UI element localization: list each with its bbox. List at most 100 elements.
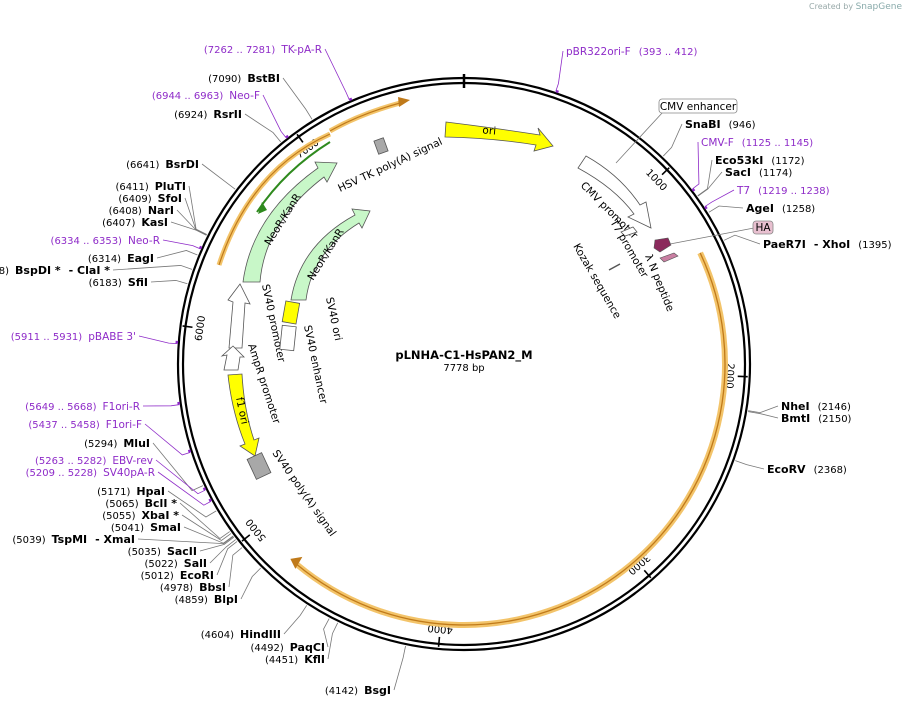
bspdi-label: (6248)BspDI *- ClaI * [0, 264, 110, 277]
mlui-name: MluI [123, 437, 150, 450]
ecorv-leader [735, 460, 765, 470]
tk-pa-r-leader [324, 48, 350, 100]
hsv-tk-polya-feature [373, 137, 389, 155]
insert-top-arrowhead [398, 97, 410, 107]
eco53ki-leader [697, 159, 713, 197]
blpi-label: (4859)BlpI [175, 593, 238, 606]
bbsi-name: BbsI [199, 581, 226, 594]
ebv-rev-label: (5263 .. 5282)EBV-rev [35, 455, 153, 467]
bsgi-leader [393, 645, 406, 691]
cmv-f-label: CMV-F(1125 .. 1145) [701, 137, 813, 149]
tick-line-1000 [661, 167, 670, 176]
nhei-label: NheI(2146) [781, 400, 851, 413]
sv40pa-r-label: (5209 .. 5228) SV40pA-R [26, 467, 155, 479]
snapgene-credit: Created by SnapGene [809, 2, 902, 12]
ecori-pos: (5012) [141, 571, 174, 582]
neo-r-name: Neo-R [128, 235, 160, 247]
eagi-pos: (6314) [88, 254, 121, 265]
pbabe3-leader [138, 335, 177, 345]
sali-leader [209, 539, 236, 564]
bcli-name: BclI * [145, 497, 178, 510]
ecorv-label: EcoRV(2368) [767, 463, 847, 476]
bstbi-label: (7090)BstBI [208, 72, 280, 85]
t7-name: T7 [736, 185, 750, 197]
hindiii-pos: (4604) [201, 630, 234, 641]
neor-orf-arrowhead [258, 202, 267, 214]
ecorv-pos: (2368) [814, 465, 847, 476]
neo-f-label: (6944 .. 6963)Neo-F [152, 90, 260, 102]
paer7i-pos: (1395) [858, 240, 891, 251]
smai-label: (5041)SmaI [111, 521, 181, 534]
ecori-name: EcoRI [180, 569, 214, 582]
rsrii-name: RsrII [213, 108, 242, 121]
pluti-name: PluTI [155, 180, 186, 193]
eco53ki-pos: (1172) [771, 156, 804, 167]
f1-ori-feature [227, 373, 260, 457]
tspmi-label: (5039)TspMI- XmaI [12, 533, 135, 546]
f1ori-r-leader [142, 404, 179, 407]
paer7i-name: PaeR7I [763, 238, 806, 251]
agei-label: AgeI(1258) [746, 202, 815, 215]
tick-line-7000 [296, 133, 304, 143]
neo-r-primer-mark [198, 245, 203, 250]
tk-pa-r-pos: (7262 .. 7281) [204, 45, 276, 56]
f1ori-r-pos: (5649 .. 5668) [25, 402, 97, 413]
sfii-leader [150, 280, 188, 285]
ecori-label: (5012) EcoRI [141, 569, 214, 582]
kozak-feature [608, 263, 621, 271]
ampr-promoter-feature [220, 345, 245, 371]
t7-leader [704, 189, 735, 207]
smai-pos: (5041) [111, 523, 144, 534]
cmv-enhancer-label: CMV enhancer [660, 101, 737, 113]
ha-tag-feature [653, 237, 672, 253]
eco53ki-label: Eco53kI(1172) [715, 154, 805, 167]
neo-f-leader [262, 94, 287, 138]
sv40-enhancer-feature [279, 324, 297, 352]
bmti-leader [747, 411, 779, 419]
paqci-pos: (4492) [251, 643, 284, 654]
rsrii-label: (6924)RsrII [174, 108, 242, 121]
sv40-enhancer-label: SV40 enhancer [301, 324, 330, 405]
ebv-rev-primer-mark [202, 487, 207, 491]
bstbi-leader [282, 77, 313, 120]
neor-kanr-outer-feature [242, 161, 338, 283]
neo-r-label: (6334 .. 6353)Neo-R [51, 235, 160, 247]
label-leaders [112, 48, 779, 691]
f1ori-f-pos: (5437 .. 5458) [28, 420, 100, 431]
neo-r-leader [162, 239, 201, 250]
bcli-leader [179, 502, 230, 540]
tick-line-3000 [643, 569, 652, 579]
hpai-name: HpaI [136, 485, 165, 498]
pbr322ori-f-leader [555, 50, 564, 92]
hpai-label: (5171)HpaI [97, 485, 165, 498]
sfoi-leader [184, 197, 207, 236]
sfii-pos: (6183) [89, 278, 122, 289]
paqci-name: PaqCI [290, 641, 325, 654]
neo-f-name: Neo-F [229, 90, 260, 102]
paer7i-leader [723, 234, 761, 245]
t7-label: T7 (1219 .. 1238) [736, 185, 830, 197]
snabi-name: SnaBI [685, 118, 721, 131]
snabi-label: SnaBI(946) [685, 118, 756, 131]
t7-pos: (1219 .. 1238) [758, 186, 830, 197]
sfoi-label: (6409)SfoI [118, 192, 182, 205]
ori-label: ori [482, 124, 497, 137]
bsgi-name: BsgI [364, 684, 391, 697]
plasmid-name: pLNHA-C1-HsPAN2_M [395, 348, 532, 363]
sfoi-name: SfoI [158, 192, 182, 205]
sv40pa-r-name: SV40pA-R [103, 467, 155, 479]
sfii-name: SfiI [128, 276, 148, 289]
tspmi-extra: - XmaI [95, 533, 135, 546]
cmv-enhancer-box [658, 98, 738, 114]
cmv-f-primer-mark [691, 188, 696, 192]
plasmid-length: 7778 bp [443, 363, 484, 374]
sv40pa-r-pos: (5209 .. 5228) [26, 468, 98, 479]
bspdi-name: BspDI * [15, 264, 61, 277]
xbai-label: (5055)XbaI * [102, 509, 179, 522]
hsv-tk-polya-label: HSV TK poly(A) signal [336, 136, 444, 195]
kasi-leader [170, 221, 207, 236]
site-labels: SnaBI(946)Eco53kI(1172)SacI(1174)AgeI(12… [0, 44, 892, 697]
paer7i-extra: - XhoI [814, 238, 850, 251]
nari-leader [176, 209, 207, 236]
